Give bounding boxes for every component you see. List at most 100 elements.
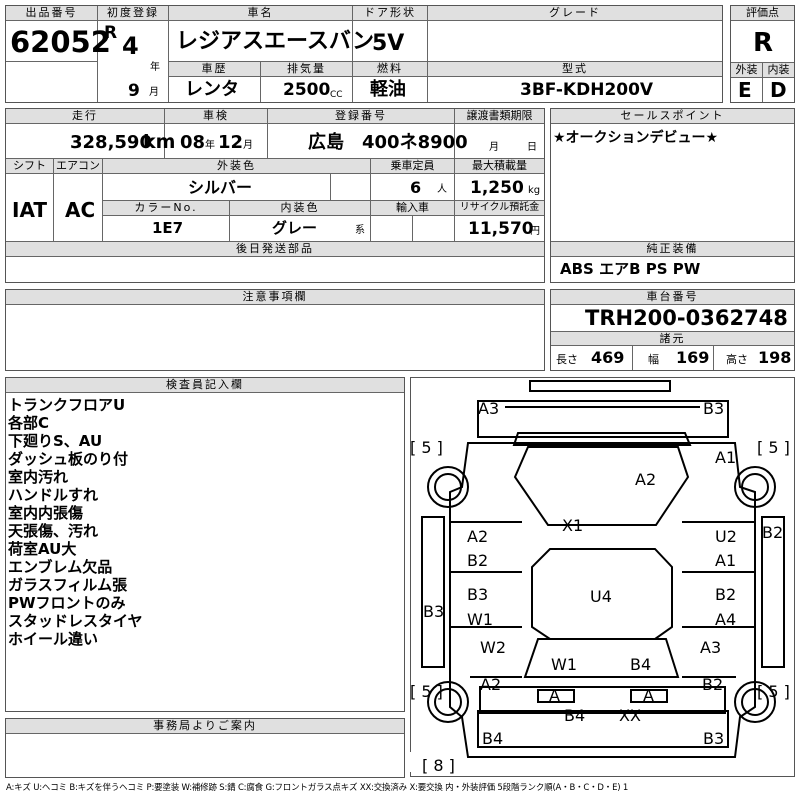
sales-point-label: セールスポイント	[551, 109, 794, 124]
mileage-unit: km	[143, 131, 176, 153]
width-label: 幅	[648, 353, 659, 366]
note-line: ガラスフィルム張	[8, 576, 128, 594]
dmg-rear-1: B4	[564, 706, 586, 725]
front-bumper-shape	[529, 380, 671, 392]
recycle-unit: 円	[530, 226, 540, 237]
rear-window-shape	[523, 638, 680, 678]
caution-box	[5, 289, 545, 371]
inspection-label: 車検	[165, 109, 267, 124]
car-diagram-box	[410, 377, 795, 777]
dmg-roof: U4	[590, 587, 612, 606]
inspection-month: 12	[218, 132, 244, 153]
rear-bumper-shape	[477, 710, 729, 748]
wheel-fr-shape	[734, 466, 776, 508]
dmg-front-right: B3	[703, 399, 725, 418]
reg-month: 9	[128, 81, 140, 101]
score-value: R	[753, 28, 774, 58]
inspection-year: 08	[180, 132, 206, 153]
lamp-right-shape	[630, 689, 668, 703]
tire-rr: [ 5 ]	[757, 682, 790, 701]
tire-fr: [ 5 ]	[757, 438, 790, 457]
tire-rl: [ 5 ]	[410, 682, 443, 701]
shift-value: IAT	[12, 198, 48, 222]
note-line: 各部C	[8, 414, 50, 432]
dmg-l-front-door-2: B2	[467, 551, 489, 570]
fuel: 軽油	[370, 79, 406, 100]
dmg-r-front-door-2: A1	[715, 551, 737, 570]
header-box	[5, 5, 723, 103]
exterior-label: 外装	[731, 63, 762, 78]
specs-label: 諸元	[551, 331, 794, 346]
lot-number: 62052	[10, 25, 111, 59]
right-rocker-shape	[761, 516, 785, 668]
interior-label: 内装	[763, 63, 794, 78]
exterior-grade: E	[738, 78, 752, 102]
mileage-label: 走行	[6, 109, 164, 124]
displacement-label: 排気量	[261, 62, 352, 77]
detail-box	[5, 108, 545, 283]
shift-label: シフト	[6, 159, 53, 174]
car-name: レジアスエースバン	[176, 29, 375, 54]
dmg-front-left: A3	[478, 399, 500, 418]
note-line: 室内内張傷	[8, 504, 84, 522]
reg-region: 広島	[308, 132, 344, 153]
note-line: 室内汚れ	[8, 468, 69, 486]
sales-point-box	[550, 108, 795, 283]
insp-year-unit: 年	[205, 140, 215, 151]
windshield-shape	[513, 446, 690, 526]
dmg-l-front-door-1: A2	[467, 527, 489, 546]
reg-year: 4	[122, 32, 139, 60]
car-name-label: 車名	[169, 6, 352, 21]
month-unit: 月	[149, 87, 159, 98]
recycle-fee: 11,570	[468, 219, 534, 239]
car-history: レンタ	[185, 79, 239, 100]
dmg-l-rocker: B3	[423, 602, 445, 621]
year-unit: 年	[150, 62, 160, 73]
ac-label: エアコン	[54, 159, 102, 174]
legend: A:キズ U:ヘコミ B:キズを伴うヘコミ P:要塗装 W:補修跡 S:錆 C:…	[6, 783, 629, 793]
wheel-rl-shape	[427, 681, 469, 723]
chassis-box	[550, 289, 795, 371]
dmg-lamp-right: A	[643, 686, 654, 705]
note-line: ホイール違い	[8, 630, 99, 648]
interior-color: グレー	[272, 219, 318, 237]
interior-grade: D	[770, 78, 787, 102]
max-load: 1,250	[470, 178, 524, 198]
transfer-month-unit: 月	[489, 142, 499, 153]
score-label: 評価点	[731, 6, 794, 21]
grade-label: グレード	[428, 6, 722, 21]
inspector-label: 検査員記入欄	[6, 378, 404, 393]
cc-unit: CC	[330, 90, 343, 100]
reg-number: 400ネ8900	[362, 132, 468, 153]
dmg-r-rear-1: A3	[700, 638, 722, 657]
door-label: ドア形状	[353, 6, 427, 21]
note-line: ダッシュ板のり付	[8, 450, 129, 468]
note-line: トランクフロアU	[8, 396, 126, 414]
length-value: 469	[591, 348, 625, 367]
dmg-r-rear-door-1: B2	[715, 585, 737, 604]
sales-point-text: ★オークションデビュー★	[553, 130, 719, 146]
office-box	[5, 718, 405, 778]
color-number: 1E7	[152, 219, 184, 237]
dmg-r-rear-door-2: A4	[715, 610, 737, 629]
car-diagram	[410, 380, 785, 772]
chassis-number: TRH200-0362748	[585, 306, 788, 330]
recycle-label: リサイクル預託金	[455, 201, 544, 216]
transfer-label: 譲渡書類期限	[455, 109, 544, 124]
first-reg-label: 初度登録	[98, 6, 168, 21]
mileage: 328,590	[70, 132, 152, 153]
equipment-label: 純正装備	[551, 242, 794, 257]
inspector-box	[5, 377, 405, 712]
load-label: 最大積載量	[455, 159, 544, 174]
dmg-windshield: X1	[562, 516, 584, 535]
dmg-r-rocker: B2	[762, 523, 784, 542]
height-label: 高さ	[726, 353, 748, 366]
caution-label: 注意事項欄	[6, 290, 544, 305]
dmg-l-rear-1: W2	[480, 638, 506, 657]
height-value: 198	[758, 348, 792, 367]
left-rocker-shape	[421, 516, 445, 668]
note-line: PWフロントのみ	[8, 594, 126, 612]
note-line: 天張傷、汚れ	[8, 522, 99, 540]
seats-label: 乗車定員	[371, 159, 454, 174]
note-line: エンブレム欠品	[8, 558, 113, 576]
